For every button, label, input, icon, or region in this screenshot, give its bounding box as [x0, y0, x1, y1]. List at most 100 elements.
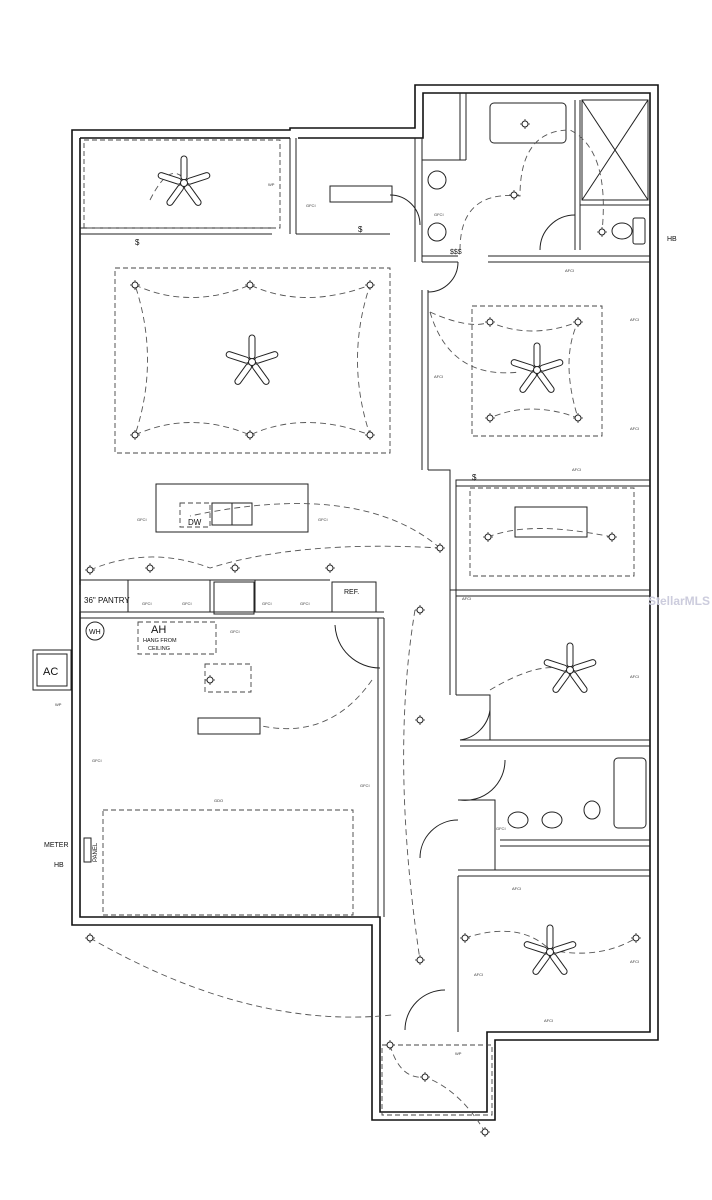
refrigerator: [331, 581, 377, 613]
ah-note-2: CEILING: [148, 646, 170, 652]
air-handler-label: AH: [151, 624, 166, 636]
kitchen-island: [155, 483, 309, 533]
light-fixture-icon: [607, 532, 617, 542]
light-fixture-icon: [420, 1072, 430, 1082]
ac-unit: [32, 649, 72, 691]
light-fixture-icon: [415, 715, 425, 725]
gfci-tag: GFCI: [434, 212, 444, 217]
wp-tag: WP: [455, 1051, 462, 1056]
light-fixture-icon: [325, 563, 335, 573]
light-fixture-icon: [85, 565, 95, 575]
toilet: [611, 222, 633, 240]
ah-note-1: HANG FROM: [143, 638, 177, 644]
exterior-walls: [71, 84, 659, 1121]
tub-2: [613, 757, 647, 829]
light-fixture-icon: [509, 190, 519, 200]
meter-label: METER: [44, 842, 69, 849]
water-heater-label: WH: [89, 629, 101, 636]
gfci-tag: GFCI: [306, 203, 316, 208]
afci-tag: AFCI: [630, 674, 639, 679]
shower: [581, 99, 649, 201]
gfci-tag: GFCI: [262, 601, 272, 606]
pantry-label: 36" PANTRY: [84, 596, 130, 605]
afci-tag: AFCI: [630, 317, 639, 322]
switch-symbol: $: [358, 225, 363, 234]
interior-walls: [79, 93, 650, 1032]
light-fixture-icon: [415, 955, 425, 965]
doors: [334, 194, 576, 1031]
wiring: [89, 129, 637, 1133]
gfci-tag: GFCI: [92, 758, 102, 763]
ceiling-fan-icon: [510, 342, 564, 393]
light-fixture-icon: [130, 430, 140, 440]
gfci-tag: GFCI: [182, 601, 192, 606]
ceiling-fan-icon: [523, 924, 577, 975]
water-heater: [85, 621, 105, 641]
closet-shelf: [329, 185, 393, 203]
gfci-tag: GFCI: [137, 517, 147, 522]
wp-tag: WP: [268, 182, 275, 187]
gdo-tag: GDO: [214, 798, 223, 803]
light-fixture-icon: [460, 933, 470, 943]
dishwasher: [179, 502, 211, 528]
afci-tag: AFCI: [544, 1018, 553, 1023]
switch-symbol: $: [135, 238, 140, 247]
light-fixture-icon: [130, 280, 140, 290]
light-fixture-icon: [415, 605, 425, 615]
ceiling-fan-icon: [543, 642, 597, 693]
light-fixture-icon: [245, 280, 255, 290]
light-fixture-icon: [483, 532, 493, 542]
laundry-shelf: [514, 506, 588, 538]
hose-bib-left-label: HB: [54, 862, 64, 869]
light-fixture-icon: [365, 430, 375, 440]
ac-label: AC: [43, 666, 58, 678]
gfci-tag: GFCI: [230, 629, 240, 634]
fixtures: [32, 99, 649, 863]
panel-label: PANEL: [93, 842, 99, 862]
light-fixture-icon: [485, 317, 495, 327]
afci-tag: AFCI: [512, 886, 521, 891]
light-fixture-icon: [573, 413, 583, 423]
dishwasher-label: DW: [188, 518, 202, 527]
afci-tag: AFCI: [630, 426, 639, 431]
light-fixtures: [85, 119, 641, 1137]
hose-bib-right-label: HB: [667, 236, 677, 243]
switch-symbol: $: [472, 473, 477, 482]
switch-symbol: $$$: [450, 249, 462, 256]
ceiling-fan-icon: [225, 334, 279, 385]
light-fixture-icon: [573, 317, 583, 327]
bathtub: [489, 102, 567, 144]
light-fixture-icon: [631, 933, 641, 943]
gfci-tag: GFCI: [142, 601, 152, 606]
range: [213, 581, 255, 615]
gfci-tag: GFCI: [318, 517, 328, 522]
light-fixture-icon: [85, 933, 95, 943]
light-fixture-icon: [145, 563, 155, 573]
wp-tag: WP: [55, 702, 62, 707]
refrigerator-label: REF.: [344, 589, 359, 596]
gfci-tag: GFCI: [360, 783, 370, 788]
gfci-tag: GFCI: [300, 601, 310, 606]
afci-tag: AFCI: [462, 596, 471, 601]
light-fixture-icon: [385, 1040, 395, 1050]
ceiling-fans: [157, 155, 597, 975]
afci-tag: AFCI: [565, 268, 574, 273]
ceiling-fan-icon: [157, 155, 211, 206]
light-fixture-icon: [230, 563, 240, 573]
afci-tag: AFCI: [474, 972, 483, 977]
gfci-tag: GFCI: [496, 826, 506, 831]
dashed-zones: [83, 139, 635, 1116]
light-fixture-icon: [520, 119, 530, 129]
light-fixture-icon: [485, 413, 495, 423]
light-fixture-icon: [597, 227, 607, 237]
watermark: StellarMLS: [648, 594, 710, 608]
afci-tag: AFCI: [572, 467, 581, 472]
light-fixture-icon: [205, 675, 215, 685]
light-fixture-icon: [365, 280, 375, 290]
labels: 36" PANTRY REF. DW WH AH HANG FROM CEILI…: [43, 182, 710, 1056]
panel: [83, 837, 92, 863]
light-fixture-icon: [480, 1127, 490, 1137]
afci-tag: AFCI: [630, 959, 639, 964]
afci-tag: AFCI: [434, 374, 443, 379]
